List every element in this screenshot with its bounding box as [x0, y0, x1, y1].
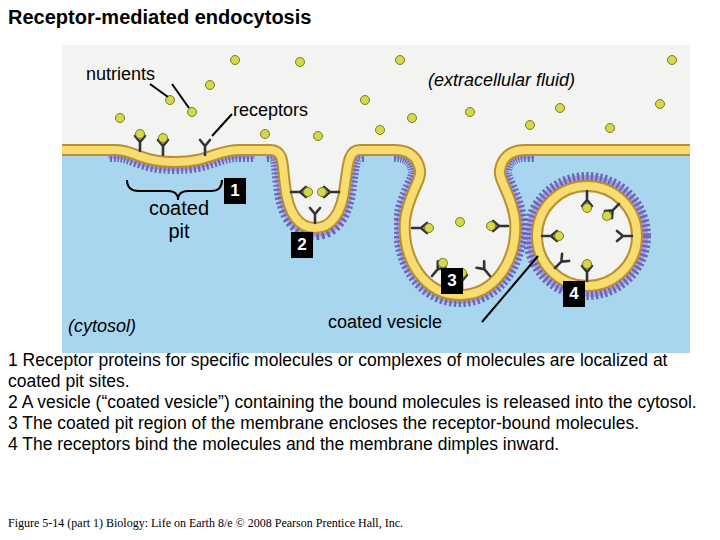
callout-text: 3: [447, 271, 456, 291]
plasma-membrane-core: [62, 150, 690, 295]
step-note: 2 A vesicle (“coated vesicle”) containin…: [8, 392, 714, 413]
callout-number: 4: [563, 281, 585, 307]
extracellular-region: [62, 45, 690, 295]
plasma-membrane: [62, 150, 690, 295]
coated-vesicle-shape: [535, 184, 639, 288]
receptors: [135, 130, 632, 291]
region-label: (extracellular fluid): [428, 70, 658, 91]
step-notes: 1 Receptor proteins for specific molecul…: [8, 350, 714, 455]
region-label: (cytosol): [68, 316, 178, 337]
callout-number: 3: [441, 268, 463, 294]
callout-text: 4: [569, 284, 578, 304]
callout-number: 1: [224, 178, 246, 204]
part-label: receptors: [233, 100, 353, 121]
callout-text: 2: [297, 235, 306, 255]
cytosol-region: [62, 45, 690, 353]
callout-text: 1: [230, 181, 239, 201]
part-label: nutrients: [86, 64, 196, 85]
part-label: coated vesicle: [328, 312, 498, 333]
callout-number: 2: [291, 232, 313, 258]
step-note: 3 The coated pit region of the membrane …: [8, 413, 714, 434]
step-note: 4 The receptors bind the molecules and t…: [8, 434, 714, 455]
figure-caption: Figure 5-14 (part 1) Biology: Life on Ea…: [8, 517, 403, 531]
part-label: coated pit: [138, 197, 220, 243]
diagram-title: Receptor-mediated endocytosis: [8, 6, 311, 29]
step-note: 1 Receptor proteins for specific molecul…: [8, 350, 714, 392]
clathrin-coat: [62, 150, 690, 295]
